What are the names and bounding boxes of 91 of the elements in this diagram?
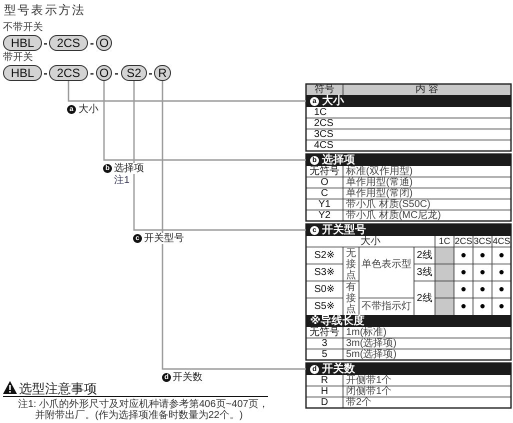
- model-code-pill: 2CS: [49, 35, 88, 51]
- option-code: O: [320, 177, 328, 188]
- section-heading: 选择项: [322, 154, 355, 166]
- section-header-band: [306, 224, 511, 236]
- option-description: 带小爪 材质(S50C): [346, 199, 430, 210]
- switch-code: S0※: [314, 284, 335, 295]
- option-code: Y2: [318, 210, 331, 221]
- option-code: D: [320, 397, 328, 408]
- model-code-pill: HBL: [3, 35, 42, 51]
- connector-line: [133, 81, 306, 231]
- availability-mark: ●: [479, 301, 486, 312]
- wire-count-text: 3线: [416, 267, 432, 278]
- model-code-pill: R: [154, 65, 171, 81]
- contact-type-text: 无接点: [346, 248, 356, 280]
- option-code: R: [320, 375, 328, 386]
- availability-mark: ●: [498, 284, 505, 295]
- size-code: 1C: [314, 107, 327, 118]
- note-reference: 注1: [114, 175, 130, 186]
- hyphen-separator: -: [44, 37, 48, 49]
- section-heading: 大小: [322, 95, 344, 107]
- option-description: 单作用型(常通): [346, 177, 413, 188]
- column-header: 2CS: [454, 236, 472, 247]
- section-header-band: [306, 154, 511, 166]
- section-heading: ※导线长度: [310, 315, 365, 327]
- switch-code: S2※: [314, 250, 335, 261]
- availability-mark: ●: [479, 284, 486, 295]
- diagram-title: 型号表示方法: [4, 3, 86, 17]
- section-heading: 选型注意事项: [19, 380, 97, 396]
- option-code: H: [320, 386, 328, 397]
- connector-line: [103, 81, 306, 161]
- column-header: 3CS: [474, 236, 492, 247]
- model-code-pill: O: [96, 65, 112, 81]
- option-code: Y1: [318, 199, 331, 210]
- availability-mark: ●: [498, 301, 505, 312]
- column-header: 4CS: [492, 236, 510, 247]
- option-description: 1m(标准): [346, 327, 387, 338]
- model-code-pill: HBL: [3, 65, 42, 81]
- model-code-pill: 2CS: [49, 65, 88, 81]
- edge-label: 开关数: [172, 372, 202, 383]
- indicator-type-text: 不带指示灯: [362, 301, 412, 312]
- switch-code: S5※: [314, 301, 335, 312]
- section-heading: 开关数: [322, 363, 355, 375]
- option-description: 5m(选择项): [346, 349, 397, 360]
- availability-mark: ●: [460, 301, 467, 312]
- edge-label: 大小: [78, 104, 98, 115]
- indicator-type-text: 单色表示型: [362, 258, 412, 270]
- hyphen-separator: -: [44, 67, 48, 79]
- size-code: 3CS: [314, 129, 334, 140]
- option-description: 标准(双作用型): [346, 166, 413, 177]
- availability-mark: ●: [479, 250, 486, 261]
- option-description: 单作用型(常闭): [346, 188, 413, 199]
- column-header: 内 容: [416, 84, 438, 95]
- column-header: 大小: [360, 236, 380, 247]
- connector-line: [68, 81, 306, 102]
- variant-caption: 带开关: [3, 52, 33, 62]
- option-description: 开侧带1个: [346, 375, 392, 386]
- option-description: 闭侧带1个: [346, 386, 392, 397]
- section-header-band: [306, 315, 511, 327]
- model-code-pill: S2: [121, 65, 147, 81]
- option-code: C: [320, 188, 328, 199]
- size-code: 2CS: [314, 118, 334, 129]
- hyphen-separator: -: [148, 67, 152, 79]
- switch-code: S3※: [314, 267, 335, 278]
- option-code: 3: [322, 338, 328, 349]
- edge-label: 开关型号: [144, 233, 184, 244]
- availability-mark: ●: [460, 284, 467, 295]
- availability-mark: ●: [460, 267, 467, 278]
- option-code: 5: [322, 349, 328, 360]
- section-heading: 开关型号: [322, 224, 366, 236]
- edge-label: 选择项: [114, 163, 144, 174]
- availability-mark: ●: [498, 267, 505, 278]
- connector-line: [162, 81, 306, 370]
- column-header: 1C: [438, 236, 450, 247]
- wire-count-text: 2线: [416, 250, 432, 261]
- option-description: 带2个: [346, 397, 372, 408]
- availability-mark: ●: [479, 267, 486, 278]
- model-code-pill: O: [96, 35, 112, 51]
- variant-caption: 不带开关: [3, 22, 43, 32]
- option-code: 无符号: [310, 166, 340, 177]
- wire-count-text: 2线: [416, 292, 432, 304]
- hyphen-separator: -: [90, 67, 94, 79]
- size-code: 4CS: [314, 140, 334, 151]
- availability-mark: ●: [460, 250, 467, 261]
- option-description: 3m(选择项): [346, 338, 397, 349]
- hyphen-separator: -: [90, 37, 94, 49]
- section-header-band: [306, 363, 511, 375]
- availability-mark: ●: [498, 250, 505, 261]
- option-code: 无符号: [310, 327, 340, 338]
- footnote-text: 注1: 小爪的外形尺寸及对应机种请参考第406页~407页，并附带出厂。(作为选择项准备时数量为22个。): [18, 399, 270, 421]
- hyphen-separator: -: [114, 67, 118, 79]
- section-header-band: [306, 95, 511, 107]
